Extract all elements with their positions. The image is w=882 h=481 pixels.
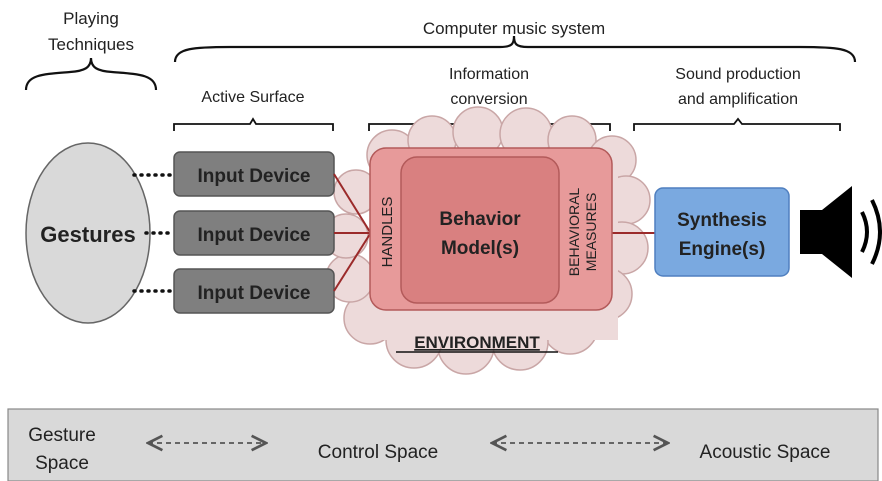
svg-text:Input Device: Input Device [198,225,311,246]
svg-text:conversion: conversion [450,91,527,108]
playing-techniques-brace [24,57,158,91]
behavioral-measures-label: BEHAVIORAL MEASURES [566,188,599,277]
svg-text:Playing: Playing [63,9,119,28]
svg-text:Input Device: Input Device [198,166,311,187]
environment-label: ENVIRONMENT [414,333,540,352]
active-surface-label: Active Surface [201,89,304,106]
svg-text:Engine(s): Engine(s) [679,239,766,260]
svg-text:Input Device: Input Device [198,283,311,304]
svg-text:Synthesis: Synthesis [677,210,767,231]
svg-text:Information: Information [449,66,529,83]
device-connectors [333,173,655,292]
svg-text:MEASURES: MEASURES [583,193,599,272]
gestures-label: Gestures [40,222,135,247]
input-device-1: Input Device [173,151,335,197]
computer-music-system-label: Computer music system [423,19,605,38]
information-conversion-label: Information conversion [449,66,529,108]
svg-text:Sound production: Sound production [675,66,800,83]
gesture-space-label: Gesture Space [28,425,96,474]
svg-text:Behavior: Behavior [439,209,521,230]
svg-text:Gesture: Gesture [28,425,96,446]
sound-production-label: Sound production and amplification [675,66,800,108]
handles-label: HANDLES [379,197,396,268]
input-device-3: Input Device [173,268,335,314]
control-space-label: Control Space [318,442,438,463]
input-device-2: Input Device [173,210,335,256]
sound-production-brace [633,117,841,131]
behavior-model-box [400,156,560,304]
synthesis-engine [654,187,790,277]
behavior-model-label: Behavior Model(s) [439,209,521,259]
speaker-icon [800,186,882,278]
svg-text:BEHAVIORAL: BEHAVIORAL [566,188,582,277]
playing-techniques-label: Playing Techniques [48,9,134,54]
svg-text:Model(s): Model(s) [441,238,519,259]
computer-music-system-brace [173,35,857,63]
svg-text:Techniques: Techniques [48,35,134,54]
active-surface-brace [173,117,334,131]
acoustic-space-label: Acoustic Space [700,442,831,463]
svg-text:and amplification: and amplification [678,91,798,108]
gestures-node [25,142,151,324]
synthesis-engine-label: Synthesis Engine(s) [677,210,767,260]
gesture-connectors [132,173,174,293]
svg-text:Space: Space [35,453,89,474]
